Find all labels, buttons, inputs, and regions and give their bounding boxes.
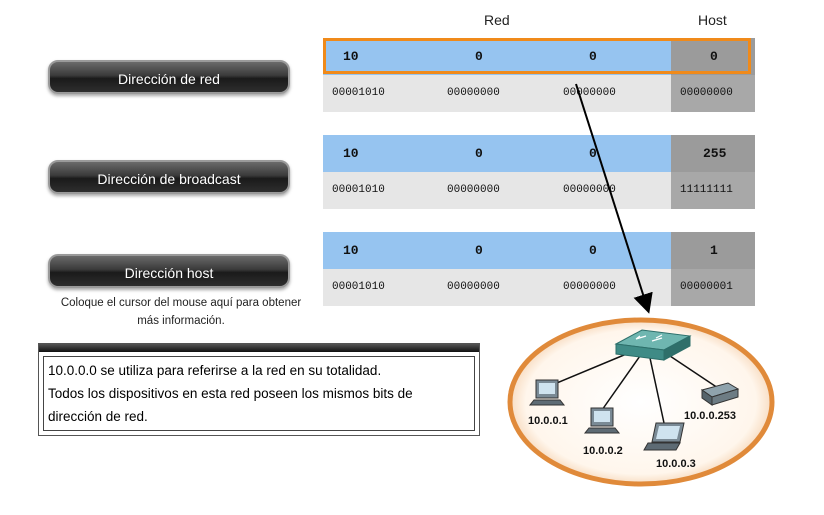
binary-octet-2: 00000000 — [447, 184, 500, 196]
binary-octet-1: 00001010 — [332, 184, 385, 196]
octet-2: 0 — [475, 146, 483, 161]
binary-octet-4: 00000000 — [680, 87, 733, 99]
host-address-button[interactable]: Dirección host — [48, 254, 290, 288]
binary-octet-1: 00001010 — [332, 87, 385, 99]
octet-4: 1 — [710, 243, 718, 258]
host-cell — [671, 269, 755, 306]
octet-1: 10 — [343, 243, 359, 258]
pc-2-label: 10.0.0.2 — [583, 445, 623, 457]
network-oval — [507, 317, 775, 487]
octet-2: 0 — [475, 49, 483, 64]
info-line-3: dirección de red. — [48, 409, 148, 424]
octet-4: 0 — [710, 49, 718, 64]
octet-3: 0 — [589, 146, 597, 161]
host-address-decimal-row: 10 0 0 1 — [323, 232, 755, 269]
network-address-highlight — [323, 38, 751, 74]
octet-3: 0 — [589, 49, 597, 64]
binary-octet-3: 00000000 — [563, 87, 616, 99]
binary-octet-3: 00000000 — [563, 184, 616, 196]
info-panel-text: 10.0.0.0 se utiliza para referirse a la … — [43, 356, 475, 431]
octet-1: 10 — [343, 146, 359, 161]
info-line-2: Todos los dispositivos en esta red posee… — [48, 386, 413, 401]
host-portion-header: Host — [698, 12, 727, 28]
broadcast-address-button[interactable]: Dirección de broadcast — [48, 160, 290, 194]
laptop-label: 10.0.0.3 — [656, 458, 696, 470]
network-address-decimal-row: 10 0 0 0 — [323, 38, 755, 75]
broadcast-address-binary-row: 00001010 00000000 00000000 11111111 — [323, 172, 755, 209]
info-panel: 10.0.0.0 se utiliza para referirse a la … — [38, 343, 480, 436]
octet-2: 0 — [475, 243, 483, 258]
network-links — [551, 349, 719, 424]
octet-3: 0 — [589, 243, 597, 258]
host-cell — [671, 135, 755, 172]
pc-2-icon — [583, 407, 621, 434]
octet-1: 10 — [343, 49, 359, 64]
host-cell — [671, 75, 755, 112]
laptop-icon — [643, 422, 685, 451]
switch-icon — [614, 329, 692, 361]
network-portion-header: Red — [484, 12, 510, 28]
binary-octet-4: 00000001 — [680, 281, 733, 293]
hover-hint-text: Coloque el cursor del mouse aquí para ob… — [60, 297, 302, 327]
host-cell — [671, 38, 755, 75]
broadcast-address-decimal-row: 10 0 0 255 — [323, 135, 755, 172]
network-address-binary-row: 00001010 00000000 00000000 00000000 — [323, 75, 755, 112]
binary-octet-3: 00000000 — [563, 281, 616, 293]
binary-octet-1: 00001010 — [332, 281, 385, 293]
pc-1-icon — [528, 379, 566, 406]
host-address-binary-row: 00001010 00000000 00000000 00000001 — [323, 269, 755, 306]
binary-octet-2: 00000000 — [447, 281, 500, 293]
pc-1-label: 10.0.0.1 — [528, 415, 568, 427]
host-cell — [671, 172, 755, 209]
binary-octet-2: 00000000 — [447, 87, 500, 99]
info-panel-titlebar — [39, 344, 479, 352]
printer-label: 10.0.0.253 — [684, 410, 736, 422]
octet-4: 255 — [703, 146, 727, 161]
network-address-button[interactable]: Dirección de red — [48, 60, 290, 94]
host-cell — [671, 232, 755, 269]
binary-octet-4: 11111111 — [680, 184, 733, 196]
printer-icon — [700, 382, 740, 406]
info-line-1: 10.0.0.0 se utiliza para referirse a la … — [48, 363, 382, 378]
